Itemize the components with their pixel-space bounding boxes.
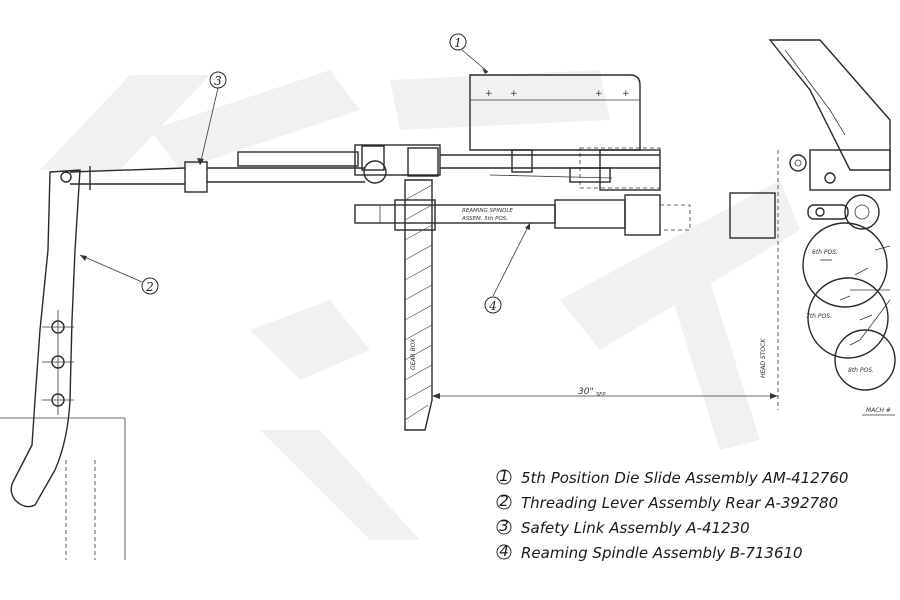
head-stock: HEAD STOCK <box>760 150 779 410</box>
legend-item: 1 5th Position Die Slide Assembly AM-412… <box>496 467 848 487</box>
die-slide-block: + + + + <box>469 74 661 191</box>
dimension-value: 30" <box>578 387 594 397</box>
reaming-spindle: REAMING SPINDLE ASSEM. 5th POS. <box>354 192 776 239</box>
legend-text-2: Threading Lever Assembly Rear A-392780 <box>521 494 838 512</box>
legend-text-1: 5th Position Die Slide Assembly AM-41276… <box>521 469 848 487</box>
watermark-logo <box>40 70 800 540</box>
machine-frame-right <box>768 39 891 230</box>
callout-3: 3 <box>209 71 227 89</box>
svg-text:3: 3 <box>214 74 222 88</box>
callout-2: 2 <box>141 277 159 295</box>
legend-item: 3 Safety Link Assembly A-41230 <box>496 517 750 537</box>
svg-text:+: + <box>595 89 603 99</box>
dimension-suffix: SEP. <box>596 392 606 398</box>
svg-text:4: 4 <box>488 299 497 313</box>
svg-text:3: 3 <box>499 517 509 535</box>
gear-label-8: 8th POS. <box>848 367 874 374</box>
svg-text:+: + <box>510 89 518 99</box>
legend-text-4: Reaming Spindle Assembly B-713610 <box>521 544 803 562</box>
svg-text:2: 2 <box>145 280 154 294</box>
mach-label: MACH # <box>866 407 891 414</box>
callout-4: 4 <box>484 296 502 314</box>
svg-text:2: 2 <box>499 492 509 510</box>
svg-text:+: + <box>485 89 493 99</box>
threading-lever-arm <box>10 169 81 508</box>
gear-box-label: GEAR BOX <box>410 338 417 370</box>
svg-text:+: + <box>622 89 630 99</box>
legend-item: 4 Reaming Spindle Assembly B-713610 <box>496 542 803 562</box>
gear-box: GEAR BOX <box>404 179 433 431</box>
head-stock-label: HEAD STOCK <box>760 338 767 378</box>
base-frame <box>0 417 126 560</box>
gear-label-6: 6th POS. <box>812 249 838 256</box>
reaming-spindle-label-2: ASSEM. 5th POS. <box>461 216 508 222</box>
callout-leaders <box>79 49 531 297</box>
position-gears: 6th POS. 7th POS. 8th POS. MACH # <box>802 222 896 416</box>
svg-text:4: 4 <box>499 542 509 560</box>
legend-text-3: Safety Link Assembly A-41230 <box>521 519 750 537</box>
legend-item: 2 Threading Lever Assembly Rear A-392780 <box>496 492 838 512</box>
safety-link <box>69 161 365 193</box>
parts-legend: 1 5th Position Die Slide Assembly AM-412… <box>496 467 848 562</box>
svg-text:1: 1 <box>454 36 462 50</box>
svg-text:1: 1 <box>499 467 509 485</box>
dimension-line: 30" SEP. <box>432 387 778 399</box>
reaming-spindle-label: REAMING SPINDLE <box>462 208 513 214</box>
callout-1: 1 <box>449 33 467 51</box>
gear-label-7: 7th POS. <box>806 313 832 320</box>
